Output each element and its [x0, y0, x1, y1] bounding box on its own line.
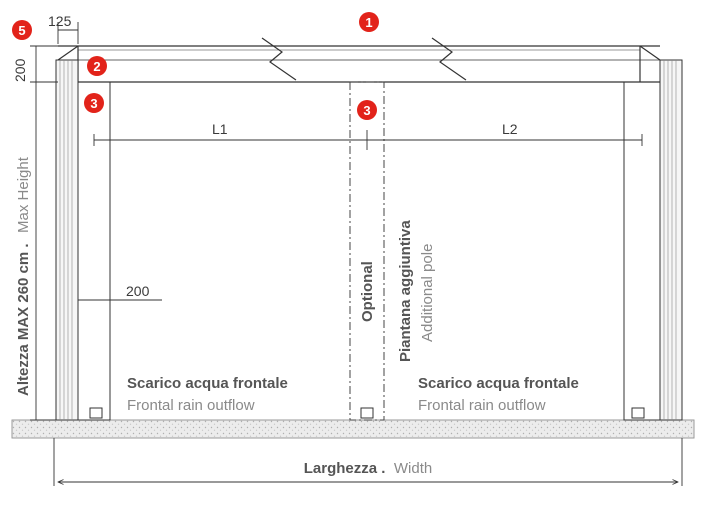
post-left [55, 59, 111, 421]
dim-beam-height-label: 200 [12, 58, 28, 82]
optional-pole [349, 81, 385, 421]
badge-roof: 1 [359, 12, 379, 32]
span-right-label: L2 [502, 121, 518, 137]
dim-post-width [77, 294, 162, 306]
dim-beam-height [30, 45, 58, 83]
svg-text:3: 3 [363, 103, 370, 118]
svg-text:3: 3 [90, 96, 97, 111]
height-label: Altezza MAX 260 cm . Max Height [15, 156, 32, 396]
optional-pole-name-en: Additional pole [419, 244, 436, 342]
optional-pole-optional: Optional [359, 261, 376, 322]
outflow-left-icon [89, 407, 103, 419]
outflow-center-icon [360, 407, 374, 419]
dim-post-width-label: 200 [126, 283, 150, 299]
outflow-left-it: Scarico acqua frontale [127, 375, 288, 392]
svg-text:1: 1 [365, 15, 372, 30]
svg-text:5: 5 [18, 23, 25, 38]
break-symbols [261, 37, 467, 81]
post-right [623, 59, 683, 421]
dim-top-offset-label: 125 [48, 13, 72, 29]
dim-spans [93, 130, 643, 150]
badge-beam: 2 [87, 56, 107, 76]
optional-pole-name-it: Piantana aggiuntiva [397, 220, 414, 362]
roof-structure [57, 45, 661, 83]
svg-text:2: 2 [93, 59, 100, 74]
ground-slab [11, 419, 695, 439]
dim-top-offset [57, 22, 79, 44]
outflow-left-en: Frontal rain outflow [127, 397, 255, 414]
width-label: Larghezza . Width [304, 460, 432, 477]
outflow-right-icon [631, 407, 645, 419]
outflow-right-en: Frontal rain outflow [418, 397, 546, 414]
badge-gutter: 5 [12, 20, 32, 40]
badge-post-left: 3 [84, 93, 104, 113]
outflow-right-it: Scarico acqua frontale [418, 375, 579, 392]
dim-total-width [53, 438, 683, 486]
badge-post-center: 3 [357, 100, 377, 120]
dim-total-height [30, 82, 56, 421]
span-left-label: L1 [212, 121, 228, 137]
